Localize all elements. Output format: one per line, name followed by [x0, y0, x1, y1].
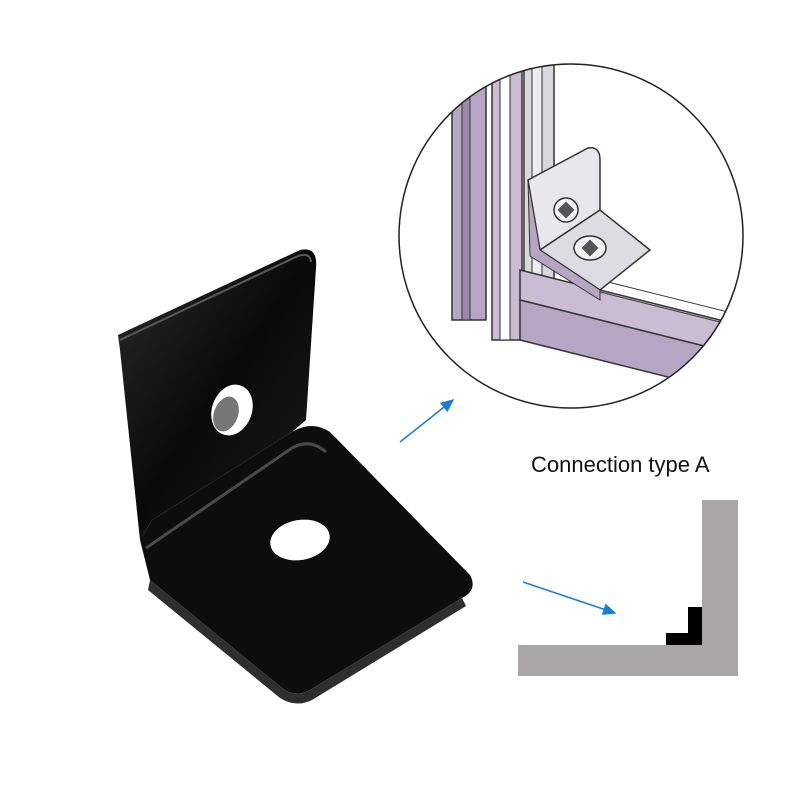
l-connection-schematic-icon	[518, 500, 738, 676]
connection-type-label: Connection type A	[531, 452, 710, 477]
arrow-icon	[522, 581, 617, 615]
arrow-icon	[399, 399, 455, 443]
bracket-top-edge	[119, 253, 312, 341]
angle-bracket-icon	[118, 249, 473, 704]
bracket-horizontal-plate	[140, 426, 473, 694]
bracket-hole-vertical-inner	[213, 396, 239, 432]
bracket-bend-highlight	[145, 442, 327, 550]
bracket-vertical-plate	[118, 249, 317, 540]
bracket-front-edge	[148, 580, 466, 704]
bracket-hole-horizontal	[270, 519, 330, 561]
frame-corner-detail-icon	[398, 63, 744, 409]
